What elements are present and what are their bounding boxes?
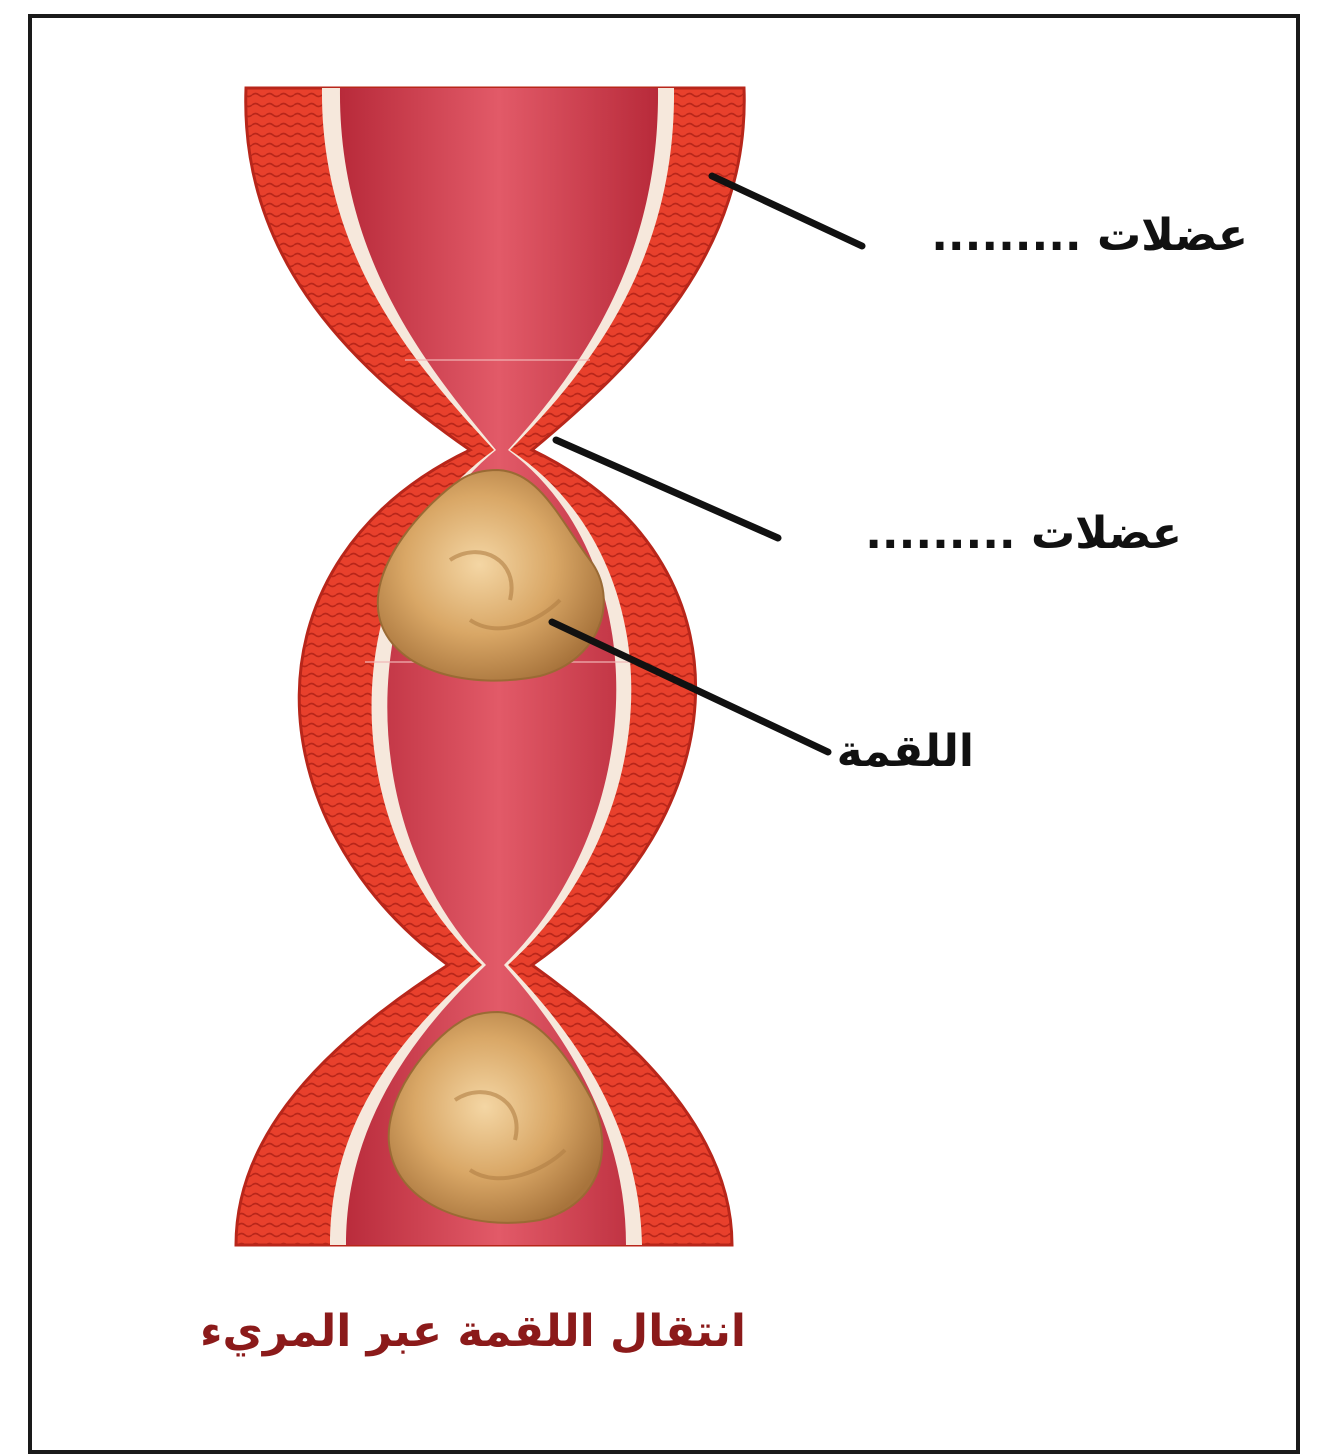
pointer-line-muscles-top [712,176,862,246]
diagram-caption: انتقال اللقمة عبر المريء [200,1306,746,1357]
label-bolus: اللقمة [837,726,974,777]
label-muscles-top: عضلات ......... [931,210,1248,261]
label-muscles-middle: عضلات ......... [865,508,1182,559]
